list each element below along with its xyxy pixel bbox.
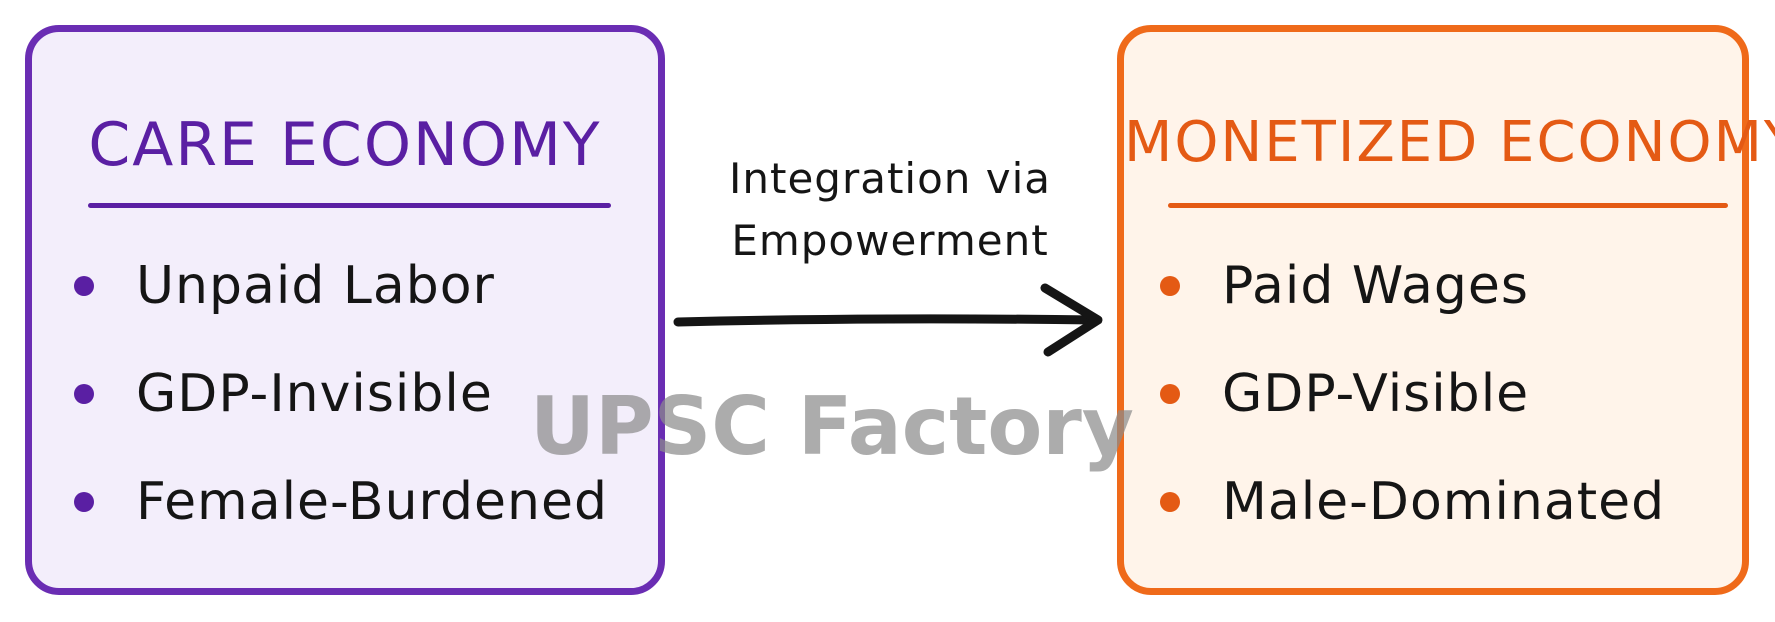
- care-economy-list: Unpaid Labor GDP-Invisible Female-Burden…: [74, 232, 608, 556]
- monetized-economy-title: MONETIZED ECONOMY: [1124, 110, 1775, 175]
- bullet-dot-icon: [1160, 384, 1180, 404]
- bullet-dot-icon: [74, 492, 94, 512]
- list-item: GDP-Invisible: [74, 340, 608, 448]
- list-item-label: GDP-Invisible: [136, 364, 493, 424]
- bullet-dot-icon: [1160, 276, 1180, 296]
- list-item-label: Female-Burdened: [136, 472, 608, 532]
- right-arrow-icon: [673, 283, 1103, 357]
- list-item: GDP-Visible: [1160, 340, 1665, 448]
- care-economy-title: CARE ECONOMY: [88, 110, 602, 180]
- list-item-label: GDP-Visible: [1222, 364, 1530, 424]
- list-item: Paid Wages: [1160, 232, 1665, 340]
- care-economy-title-underline: [88, 203, 611, 208]
- bullet-dot-icon: [74, 384, 94, 404]
- list-item-label: Paid Wages: [1222, 256, 1529, 316]
- watermark: UPSC Factory: [530, 380, 1134, 473]
- bullet-dot-icon: [74, 276, 94, 296]
- monetized-economy-box: MONETIZED ECONOMY Paid Wages GDP-Visible…: [1117, 25, 1775, 595]
- monetized-economy-title-underline: [1168, 203, 1728, 208]
- arrow-label-line1: Integration via: [728, 154, 1052, 203]
- arrow-label: Integration via Empowerment: [690, 148, 1090, 272]
- arrow-label-line2: Empowerment: [731, 216, 1049, 265]
- monetized-economy-list: Paid Wages GDP-Visible Male-Dominated: [1160, 232, 1665, 556]
- list-item-label: Male-Dominated: [1222, 472, 1666, 532]
- list-item: Unpaid Labor: [74, 232, 608, 340]
- list-item: Male-Dominated: [1160, 448, 1665, 556]
- list-item: Female-Burdened: [74, 448, 608, 556]
- care-economy-box: CARE ECONOMY Unpaid Labor GDP-Invisible …: [25, 25, 665, 595]
- bullet-dot-icon: [1160, 492, 1180, 512]
- list-item-label: Unpaid Labor: [136, 256, 495, 316]
